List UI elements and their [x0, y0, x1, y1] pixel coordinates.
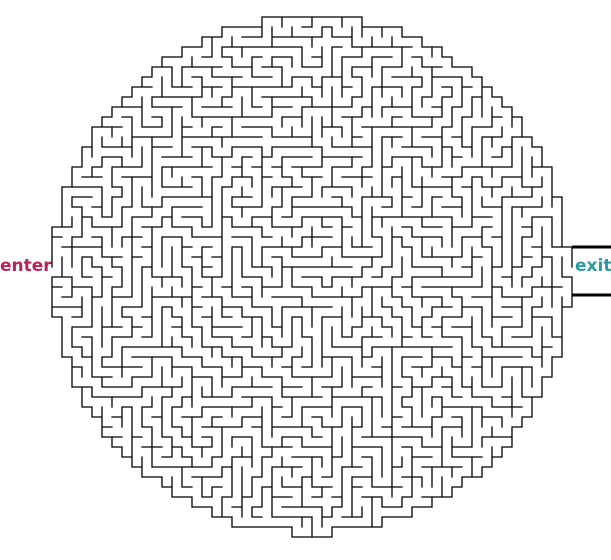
exit-opening-marker: [572, 245, 611, 297]
maze-wall-path: [51, 16, 573, 538]
enter-label: enter: [0, 256, 52, 276]
exit-label: exit: [575, 256, 611, 276]
maze-walls: [51, 16, 573, 538]
